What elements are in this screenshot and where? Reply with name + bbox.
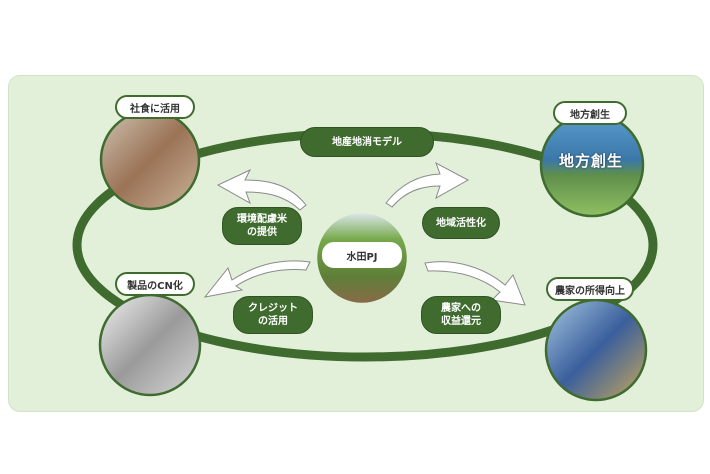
flow-label-line: の提供 (247, 227, 277, 238)
flow-label-credit: クレジット の活用 (233, 296, 313, 334)
canteen-image (99, 109, 201, 211)
arrow-to-top-left (216, 168, 307, 211)
image-text: 地方創生 (558, 152, 623, 170)
center-label: 水田PJ (322, 242, 402, 268)
farmer-image (544, 298, 648, 402)
arrow-to-top-right (385, 161, 470, 208)
node-label-farmer-income: 農家の所得向上 (546, 277, 634, 301)
flow-label-line: 環境配慮米 (237, 214, 287, 225)
flow-label-line: 地域活性化 (436, 217, 486, 229)
flow-label-farmer-return: 農家への 収益還元 (421, 296, 501, 334)
ring-label: 地産地消モデル (300, 127, 434, 157)
node-label-canteen: 社食に活用 (115, 95, 195, 119)
flow-label-line: 収益還元 (441, 316, 481, 327)
node-label-products: 製品のCN化 (115, 272, 195, 296)
appliances-image (98, 293, 202, 397)
arrow-to-bottom-left (203, 260, 311, 298)
arrow-to-bottom-right (424, 261, 526, 306)
flow-label-line: 農家への (441, 303, 481, 314)
flow-label-eco-rice: 環境配慮米 の提供 (222, 207, 302, 245)
flow-label-revitalization: 地域活性化 (422, 207, 500, 239)
node-label-regional: 地方創生 (553, 101, 627, 125)
flow-label-line: クレジット (248, 303, 298, 314)
flow-label-line: の活用 (258, 316, 288, 327)
